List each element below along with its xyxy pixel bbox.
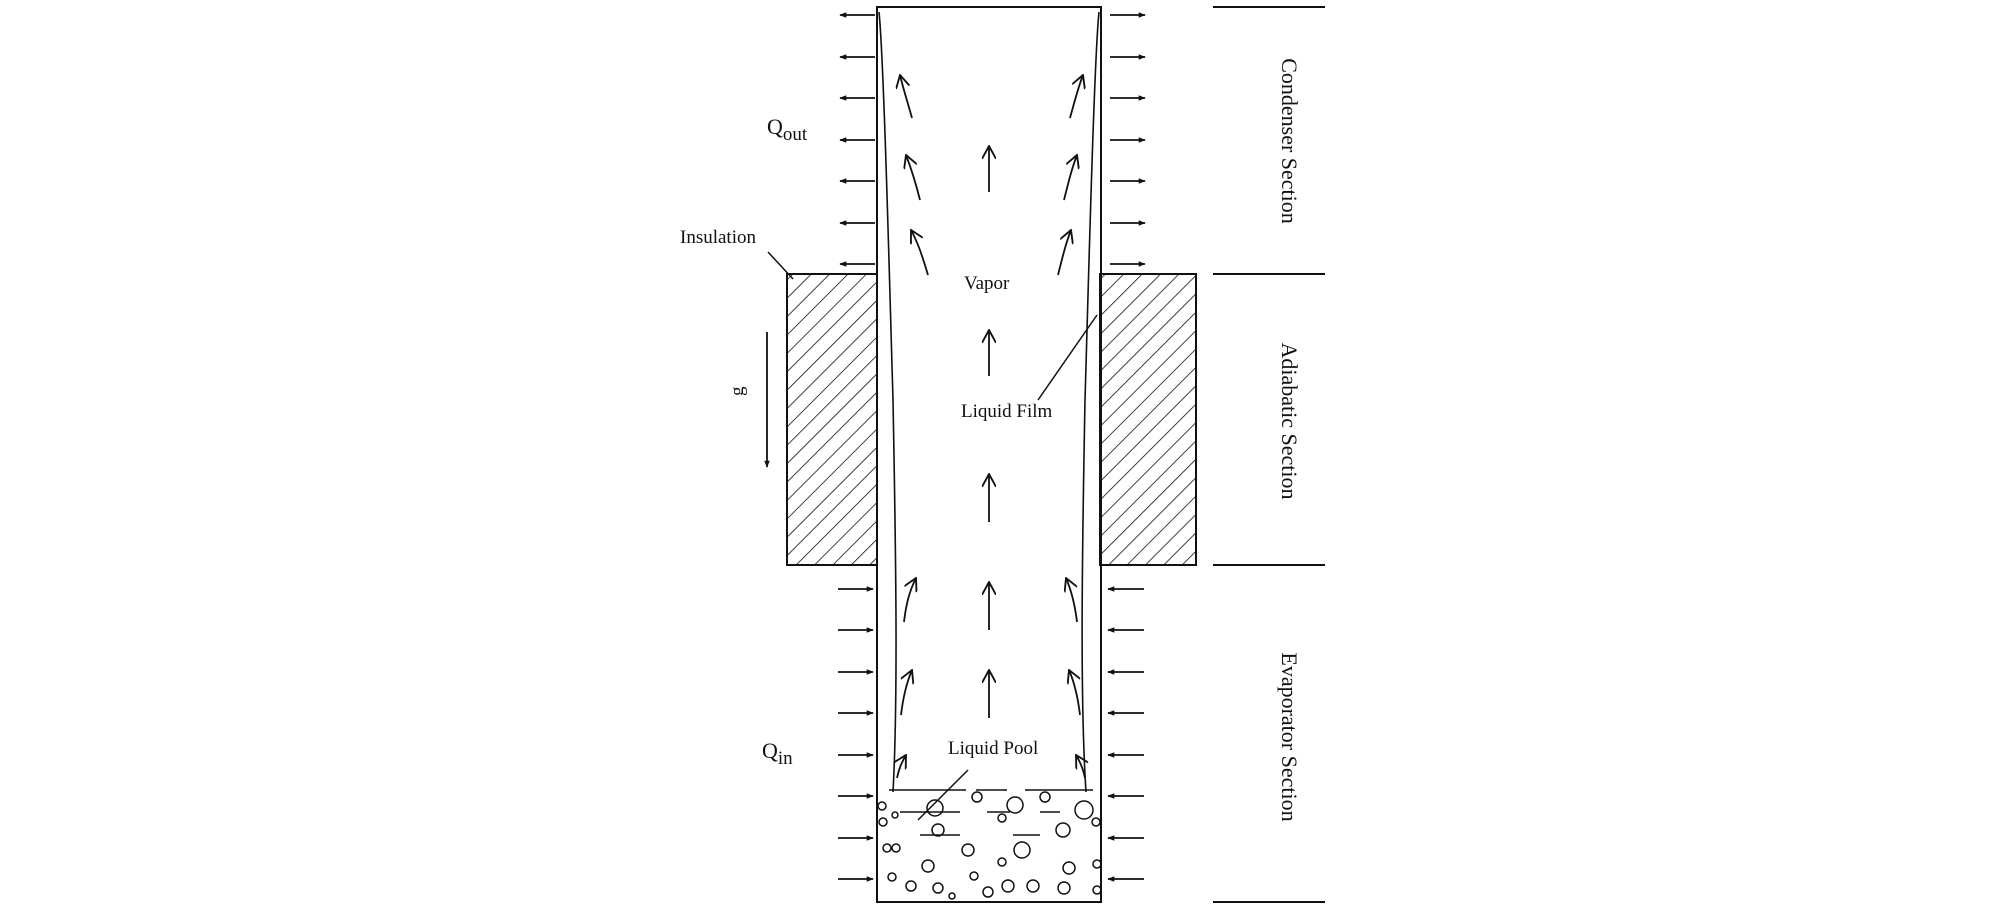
liquid-pool-surface [889,789,1093,836]
gravity-label: g [727,386,748,396]
insulation-block-left [786,273,878,566]
insulation-label: Insulation [680,227,756,248]
q-in-label: Qin [762,738,793,769]
adiabatic-section-label: Adiabatic Section [1277,342,1302,499]
section-dividers [1213,6,1325,903]
insulation-leader [767,251,794,280]
vapor-label: Vapor [964,273,1010,294]
liquid-film-label: Liquid Film [961,401,1053,422]
q-out-label: Qout [767,114,808,145]
heat-out-arrows-left [839,12,875,267]
liquid-pool-bubbles [877,791,1102,900]
liquid-film-right [1081,11,1100,793]
liquid-pool-label: Liquid Pool [948,738,1038,759]
heat-in-arrows-left [838,586,874,882]
heat-in-arrows-right [1107,586,1144,882]
liquid-film-left [878,11,897,793]
evaporation-curved-arrows [897,578,1085,779]
heat-out-arrows-right [1110,12,1146,267]
evaporator-section-label: Evaporator Section [1277,652,1302,821]
condensation-curved-arrows [900,75,1083,276]
liquid-pool-leader [917,769,969,821]
pipe-wall [876,6,1102,903]
liquid-film-leader [1037,314,1098,401]
insulation-block-right [1099,273,1197,566]
condenser-section-label: Condenser Section [1277,58,1302,224]
